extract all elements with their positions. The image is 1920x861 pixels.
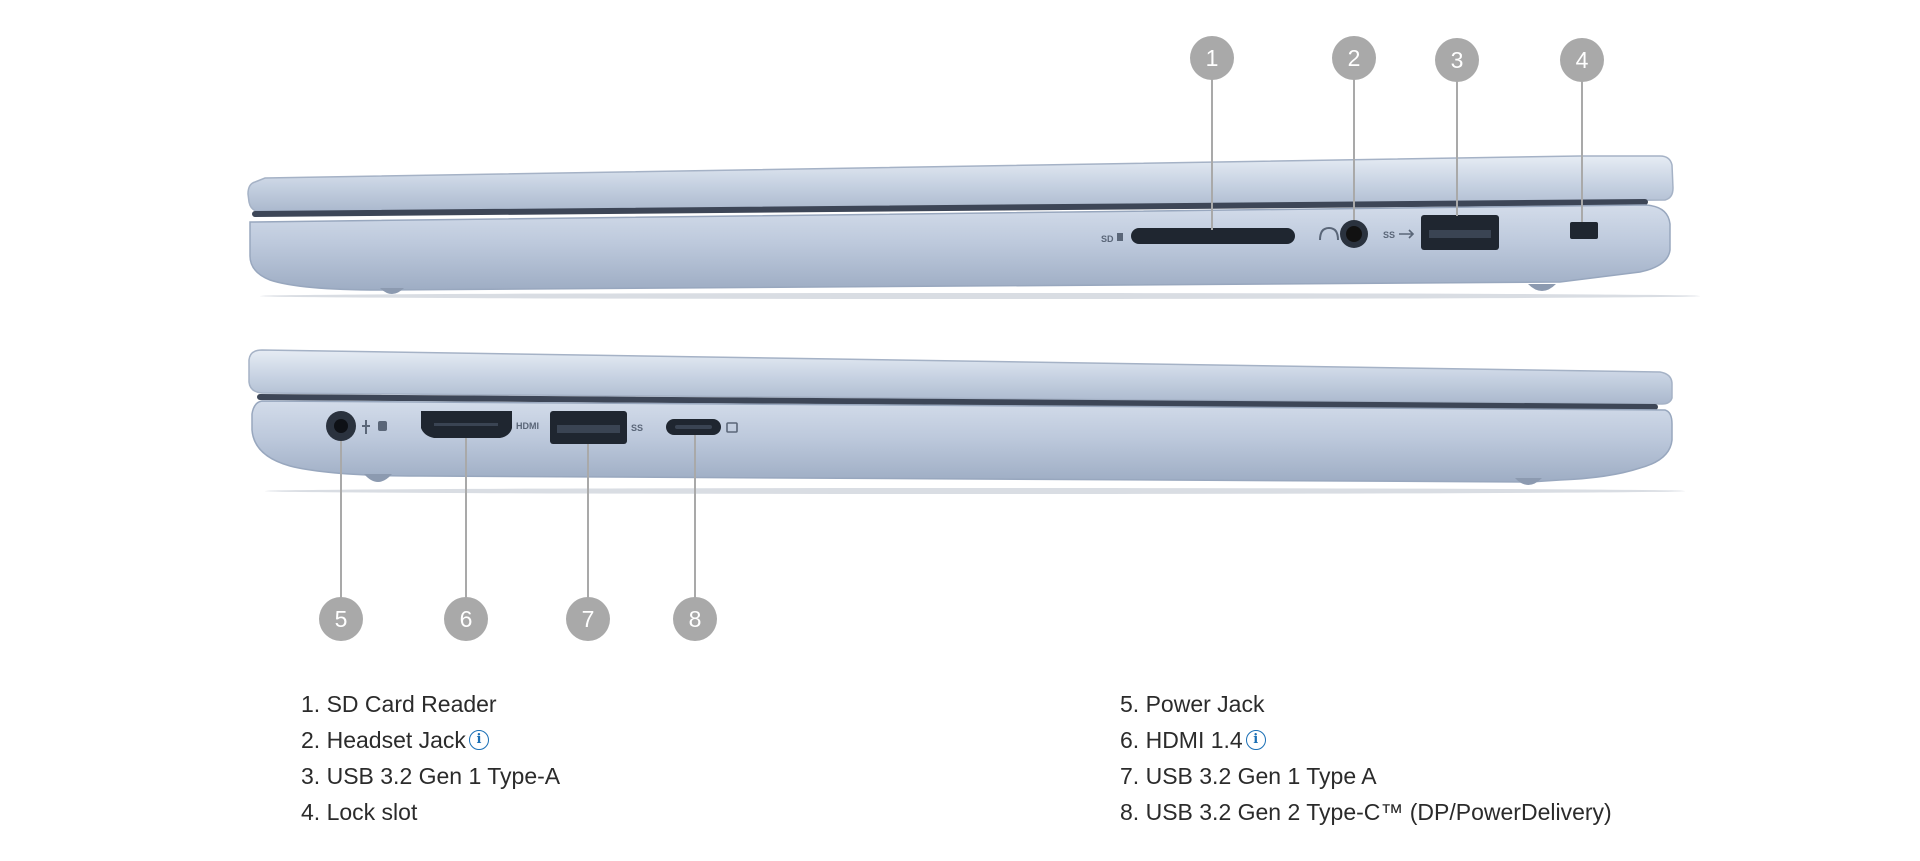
list-number: 4	[301, 799, 314, 825]
callout-badge-3: 3	[1435, 38, 1479, 82]
list-item: 8. USB 3.2 Gen 2 Type-C™ (DP/PowerDelive…	[1120, 794, 1612, 830]
callout-badge-4: 4	[1560, 38, 1604, 82]
sd-marking: SD	[1101, 234, 1114, 244]
list-item: 5. Power Jack	[1120, 686, 1612, 722]
usb-ss-marking-left: SS	[631, 423, 643, 433]
callout-badge-6: 6	[444, 597, 488, 641]
list-number: 1	[301, 691, 314, 717]
callout-number-2: 2	[1348, 45, 1361, 71]
list-item: 3. USB 3.2 Gen 1 Type-A	[301, 758, 560, 794]
laptop-right-side: SD SS	[247, 155, 1700, 299]
list-item: 7. USB 3.2 Gen 1 Type A	[1120, 758, 1612, 794]
hdmi-marking: HDMI	[516, 421, 539, 431]
list-number: 3	[301, 763, 314, 789]
info-circle-icon[interactable]: i	[468, 730, 489, 750]
dp-icon	[726, 422, 738, 433]
sd-card-slot	[1131, 228, 1295, 244]
list-item: 6. HDMI 1.4 i	[1120, 722, 1612, 758]
list-label: HDMI 1.4	[1145, 727, 1243, 753]
callout-number-7: 7	[582, 606, 595, 632]
callout-badge-7: 7	[566, 597, 610, 641]
callout-badge-5: 5	[319, 597, 363, 641]
list-number: 7	[1120, 763, 1133, 789]
callout-number-6: 6	[460, 606, 473, 632]
list-item: 4. Lock slot	[301, 794, 560, 830]
leader-lines	[340, 78, 1583, 600]
list-item: 2. Headset Jack i	[301, 722, 560, 758]
list-label: USB 3.2 Gen 2 Type-C™ (DP/PowerDelivery)	[1145, 799, 1612, 825]
lock-slot	[1570, 222, 1598, 239]
list-label: Lock slot	[326, 799, 418, 825]
callout-badge-1: 1	[1190, 36, 1234, 80]
callout-number-5: 5	[335, 606, 348, 632]
port-list-left: 1. SD Card Reader 2. Headset Jack i 3. U…	[301, 686, 560, 830]
callout-badge-2: 2	[1332, 36, 1376, 80]
callout-number-4: 4	[1576, 47, 1589, 73]
usb-ss-icon	[1399, 229, 1415, 239]
list-number: 8	[1120, 799, 1133, 825]
callout-badge-8: 8	[673, 597, 717, 641]
list-label: USB 3.2 Gen 1 Type A	[1145, 763, 1377, 789]
list-number: 2	[301, 727, 314, 753]
list-label: USB 3.2 Gen 1 Type-A	[326, 763, 561, 789]
list-number: 5	[1120, 691, 1133, 717]
list-label: SD Card Reader	[326, 691, 497, 717]
port-list-right: 5. Power Jack 6. HDMI 1.4 i 7. USB 3.2 G…	[1120, 686, 1612, 830]
headset-icon	[1319, 226, 1339, 241]
list-number: 6	[1120, 727, 1133, 753]
list-label: Power Jack	[1145, 691, 1265, 717]
callout-number-1: 1	[1206, 45, 1219, 71]
callout-number-3: 3	[1451, 47, 1464, 73]
list-item: 1. SD Card Reader	[301, 686, 560, 722]
callout-number-8: 8	[689, 606, 702, 632]
list-label: Headset Jack	[326, 727, 466, 753]
info-circle-icon[interactable]: i	[1245, 730, 1266, 750]
usb-ss-marking-right: SS	[1383, 230, 1395, 240]
power-plug-icon	[362, 420, 370, 434]
laptop-left-side: HDMI SS	[248, 349, 1685, 494]
